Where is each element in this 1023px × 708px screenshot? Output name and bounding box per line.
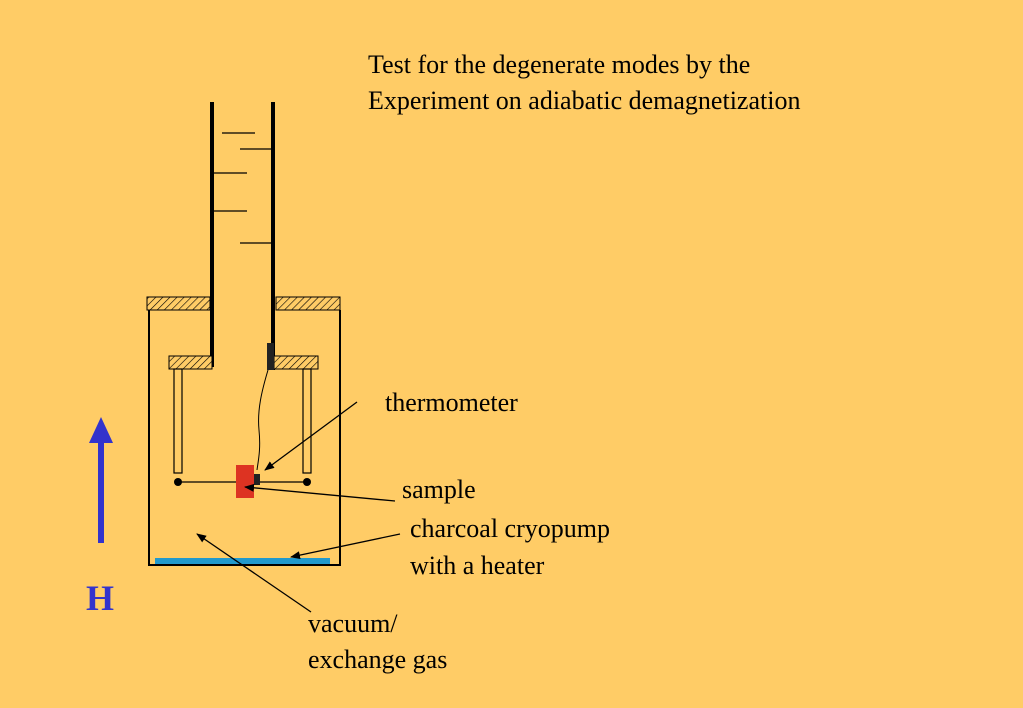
wire-feedthrough (267, 343, 274, 370)
vacuum-label-line-1: vacuum/ (308, 609, 398, 638)
outer-flange-right (275, 296, 341, 311)
outer-flange-left (146, 296, 211, 311)
cryopump-pointer (290, 533, 401, 560)
slide-title-line-2: Experiment on adiabatic demagnetization (368, 86, 801, 115)
support-post-right (302, 368, 312, 474)
magnetic-field-label: H (86, 578, 115, 618)
cryopump-label-line-2: with a heater (410, 551, 545, 580)
thermometer-label: thermometer (385, 388, 518, 417)
sample-pointer (244, 483, 396, 502)
thermometer-wire (256, 369, 269, 471)
outer-vessel (148, 310, 341, 566)
inner-flange-left (168, 355, 213, 370)
suspension-point-right (303, 478, 311, 486)
vacuum-label-line-2: exchange gas (308, 645, 448, 674)
cryopump-label-line-1: charcoal cryopump (410, 514, 610, 543)
slide-title-line-1: Test for the degenerate modes by the (368, 50, 751, 79)
support-post-left (173, 368, 183, 474)
suspension-point-left (174, 478, 182, 486)
sample (236, 465, 254, 498)
vacuum-pointer (196, 533, 312, 613)
thermometer-pointer (264, 401, 358, 471)
baffles (214, 132, 273, 244)
thermometer (254, 474, 260, 485)
charcoal-cryopump (155, 558, 330, 564)
sample-label: sample (402, 475, 476, 504)
field-arrow-head (89, 417, 113, 443)
inner-flange-right (273, 355, 319, 370)
